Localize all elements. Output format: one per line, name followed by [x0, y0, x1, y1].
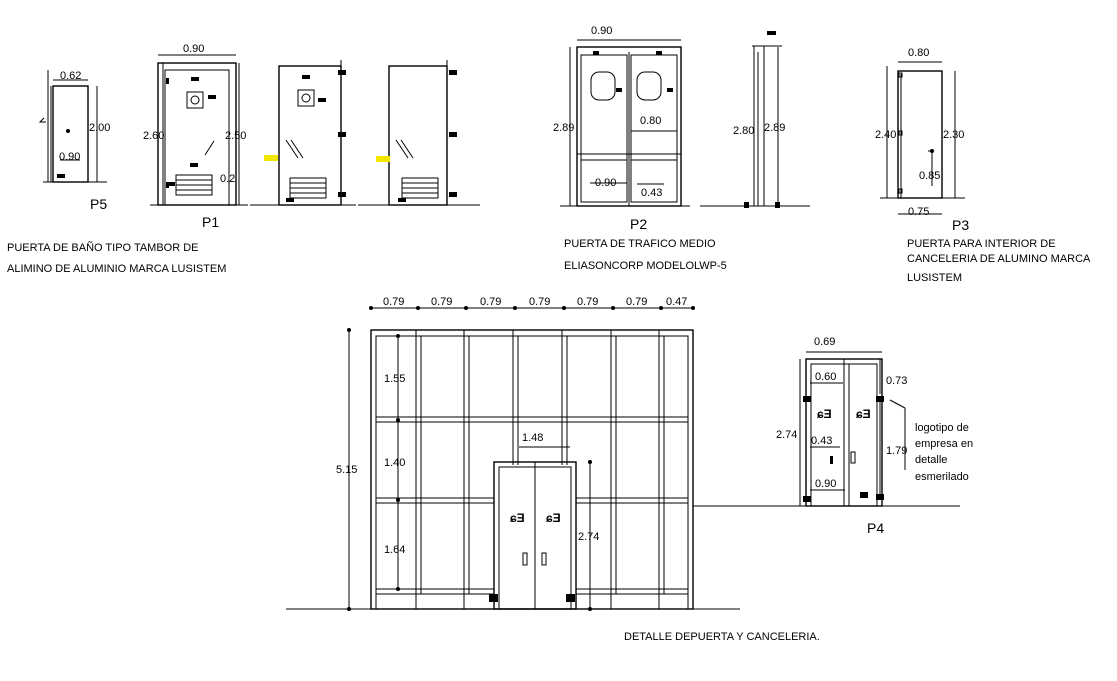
p4-dim-width: 0.69 — [814, 336, 835, 348]
p3-dim-width: 0.80 — [908, 47, 929, 59]
p1-caption-line-1: PUERTA DE BAÑO TIPO TAMBOR DE — [7, 241, 199, 254]
door-logo-left: ɕƎ — [510, 511, 525, 525]
canceleria-dim-height: 5.15 — [336, 464, 357, 476]
canceleria-dim-row-3: 1.64 — [384, 544, 405, 556]
door-p1-variant-b — [250, 60, 356, 206]
door-p3: 0.80 2.40 2.30 0.85 0.75 P3 — [875, 47, 969, 233]
p1-dim-height-left: 2.60 — [143, 130, 164, 142]
p3-caption-line-1: PUERTA PARA INTERIOR DE — [907, 238, 1056, 250]
canceleria-dim-top-3: 0.79 — [480, 296, 501, 308]
canceleria-door: ɕƎ ɕƎ — [489, 461, 577, 610]
canceleria-dim-top-1: 0.79 — [383, 296, 404, 308]
p3-dim-handle: 0.85 — [919, 170, 940, 182]
canceleria-dim-top-4: 0.79 — [529, 296, 550, 308]
p2-side-dim-inner: 2.80 — [733, 125, 754, 137]
p3-dim-height-right: 2.30 — [943, 129, 964, 141]
p2-caption-line-1: PUERTA DE TRAFICO MEDIO — [564, 238, 716, 250]
p2-dim-width: 0.90 — [591, 25, 612, 37]
p4-note-line-4: esmerilado — [915, 471, 969, 483]
canceleria-dim-top-7: 0.47 — [666, 296, 687, 308]
p4-logo-right: ɕƎ — [856, 407, 871, 421]
canceleria-dim-dots — [347, 306, 695, 611]
p4-dim-glass: 1.79 — [886, 445, 907, 457]
p3-caption-line-2: CANCELERIA DE ALUMINO MARCA — [907, 253, 1091, 265]
p5-dim-height: 2.00 — [89, 122, 110, 134]
canceleria-elevation: ɕƎ ɕƎ — [286, 296, 960, 611]
p5-tag: P5 — [90, 196, 107, 212]
p4-note-line-2: empresa en — [915, 438, 973, 450]
door-p1: 0.90 2.60 2.50 0.2 P1 — [143, 43, 248, 230]
p2-side-dim-outer: 2.89 — [764, 122, 785, 134]
canceleria-dim-row-2: 1.40 — [384, 457, 405, 469]
p4-dim-leaf: 0.60 — [815, 371, 836, 383]
p1-tag: P1 — [202, 214, 219, 230]
p1-dim-width: 0.90 — [183, 43, 204, 55]
p5-dim-width: 0.62 — [60, 70, 81, 82]
door-p4: ɕƎ ɕƎ 0.69 0.60 0.73 2.74 1.79 0.43 0.90… — [776, 336, 973, 536]
p2-dim-height: 2.89 — [553, 122, 574, 134]
p4-dim-top: 0.73 — [886, 375, 907, 387]
door-p2-side: 2.80 2.89 — [700, 31, 810, 208]
p4-note-line-1: logotipo de — [915, 422, 969, 434]
door-logo-right: ɕƎ — [546, 511, 561, 525]
p2-dim-leaf: 0.80 — [640, 115, 661, 127]
p4-logo-left: ɕƎ — [817, 407, 832, 421]
p2-tag: P2 — [630, 216, 647, 232]
p1-dim-louver: 0.2 — [220, 173, 235, 185]
door-p1-variant-c — [358, 60, 480, 206]
canceleria-dim-top-2: 0.79 — [431, 296, 452, 308]
canceleria-dim-row-1: 1.55 — [384, 373, 405, 385]
door-p2: 0.90 2.89 0.80 0.90 0.43 P2 — [553, 25, 690, 232]
door-p5: 0.62 2.00 0.90 P5 — [38, 70, 110, 212]
p3-dim-bottom: 0.75 — [908, 206, 929, 218]
canceleria-dim-door-height: 2.74 — [578, 531, 599, 543]
p2-dim-kick: 0.43 — [641, 187, 662, 199]
p3-tag: P3 — [952, 217, 969, 233]
p4-tag: P4 — [867, 520, 884, 536]
p3-caption-line-3: LUSISTEM — [907, 272, 962, 284]
p2-dim-bottom: 0.90 — [595, 177, 616, 189]
canceleria-transoms — [376, 416, 688, 595]
p4-note-line-3: detalle — [915, 454, 947, 466]
canceleria-dim-door-width: 1.48 — [522, 432, 543, 444]
canceleria-dim-top-5: 0.79 — [577, 296, 598, 308]
p5-dim-bottom: 0.90 — [59, 151, 80, 163]
p4-dim-bottom: 0.90 — [815, 478, 836, 490]
p1-dim-height-right: 2.50 — [225, 130, 246, 142]
main-caption: DETALLE DEPUERTA Y CANCELERIA. — [624, 631, 820, 643]
p3-dim-height-left: 2.40 — [875, 129, 896, 141]
p4-dim-handle: 0.43 — [811, 435, 832, 447]
p2-caption-line-2: ELIASONCORP MODELOLWP-5 — [564, 260, 727, 272]
canceleria-mullions — [415, 330, 665, 609]
p1-caption-line-2: ALIMINO DE ALUMINIO MARCA LUSISTEM — [7, 263, 226, 275]
p4-dim-height: 2.74 — [776, 429, 797, 441]
canceleria-dim-top-6: 0.79 — [626, 296, 647, 308]
